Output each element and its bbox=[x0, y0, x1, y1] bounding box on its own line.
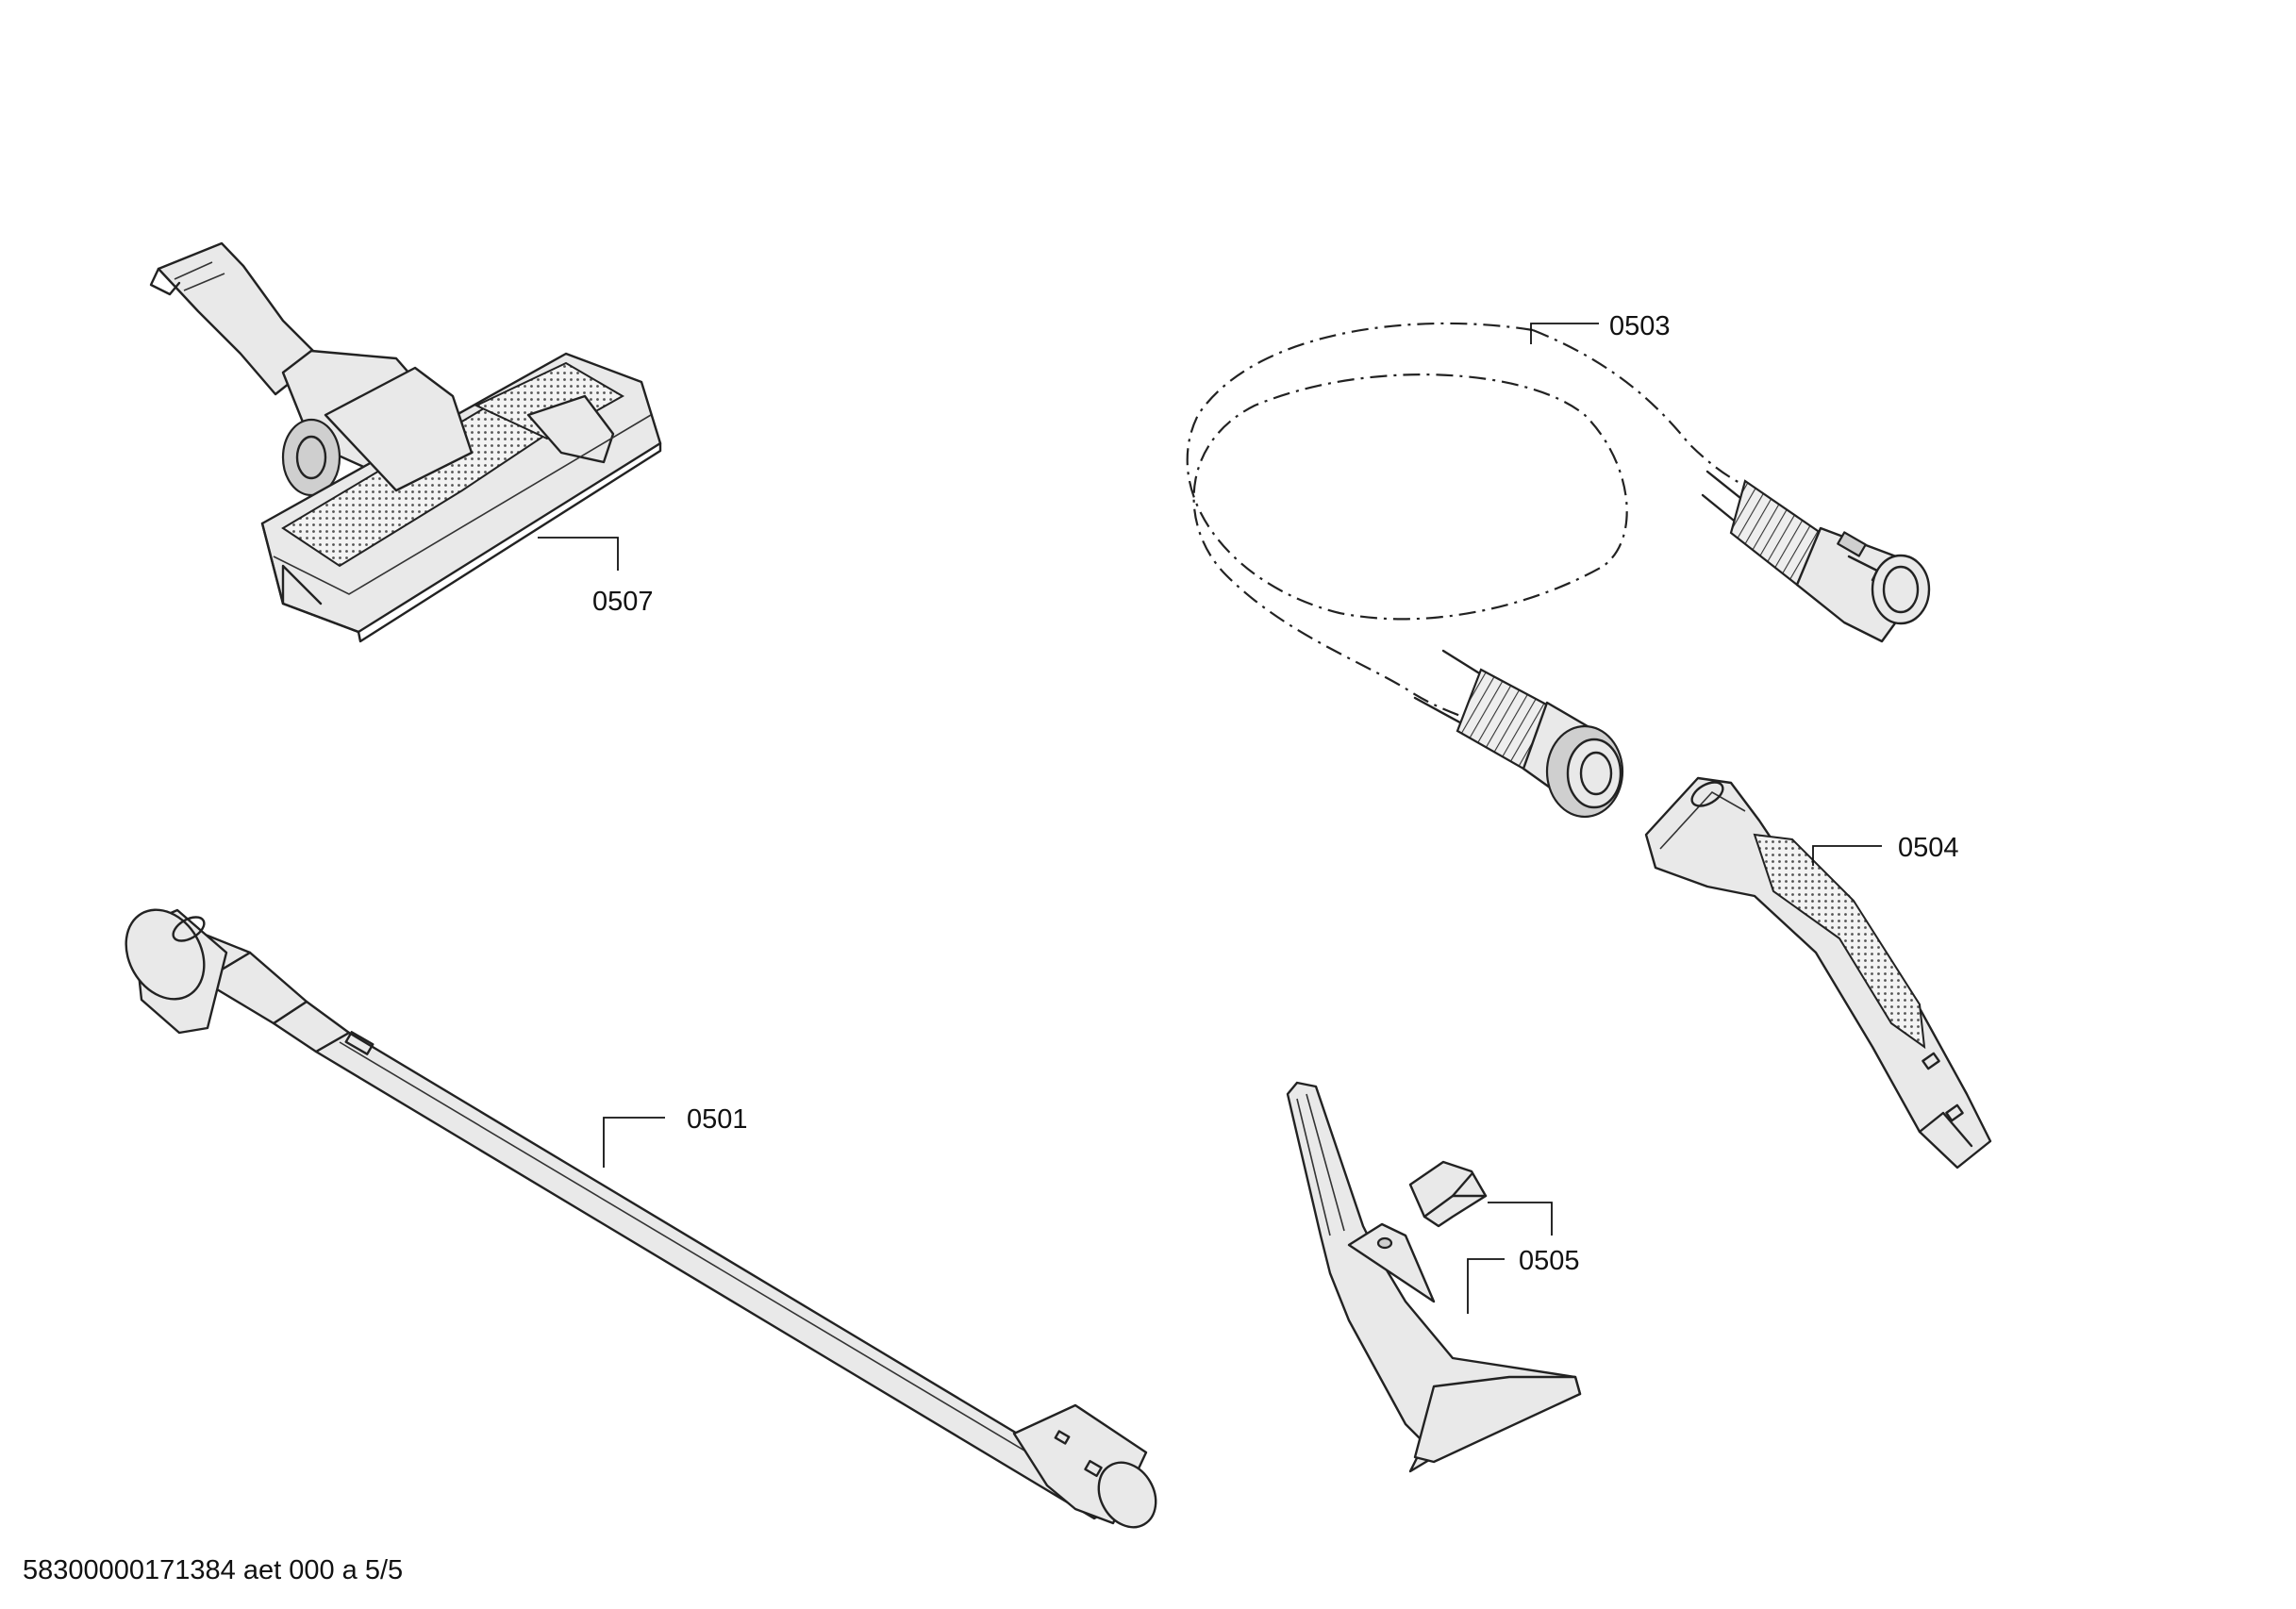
floor-nozzle-icon bbox=[149, 241, 662, 643]
telescopic-tube-icon bbox=[125, 908, 1157, 1529]
part-label-0507: 0507 bbox=[592, 587, 654, 617]
leader-0503 bbox=[1530, 323, 1599, 344]
leader-0504 bbox=[1812, 845, 1882, 866]
suction-hose-icon bbox=[1186, 322, 1931, 819]
hose-handle-icon bbox=[1644, 776, 1992, 1169]
leader-0505-clip bbox=[1488, 1202, 1553, 1236]
leader-0501 bbox=[603, 1117, 665, 1168]
document-id-footer: 58300000171384 aet 000 a 5/5 bbox=[23, 1555, 403, 1585]
leader-0505 bbox=[1467, 1258, 1505, 1314]
leader-0507 bbox=[538, 537, 619, 571]
crevice-nozzle-icon bbox=[1286, 1081, 1582, 1473]
part-label-0503: 0503 bbox=[1609, 311, 1671, 341]
part-label-0501: 0501 bbox=[687, 1104, 748, 1135]
part-label-0505: 0505 bbox=[1519, 1246, 1580, 1276]
part-label-0504: 0504 bbox=[1898, 833, 1959, 863]
